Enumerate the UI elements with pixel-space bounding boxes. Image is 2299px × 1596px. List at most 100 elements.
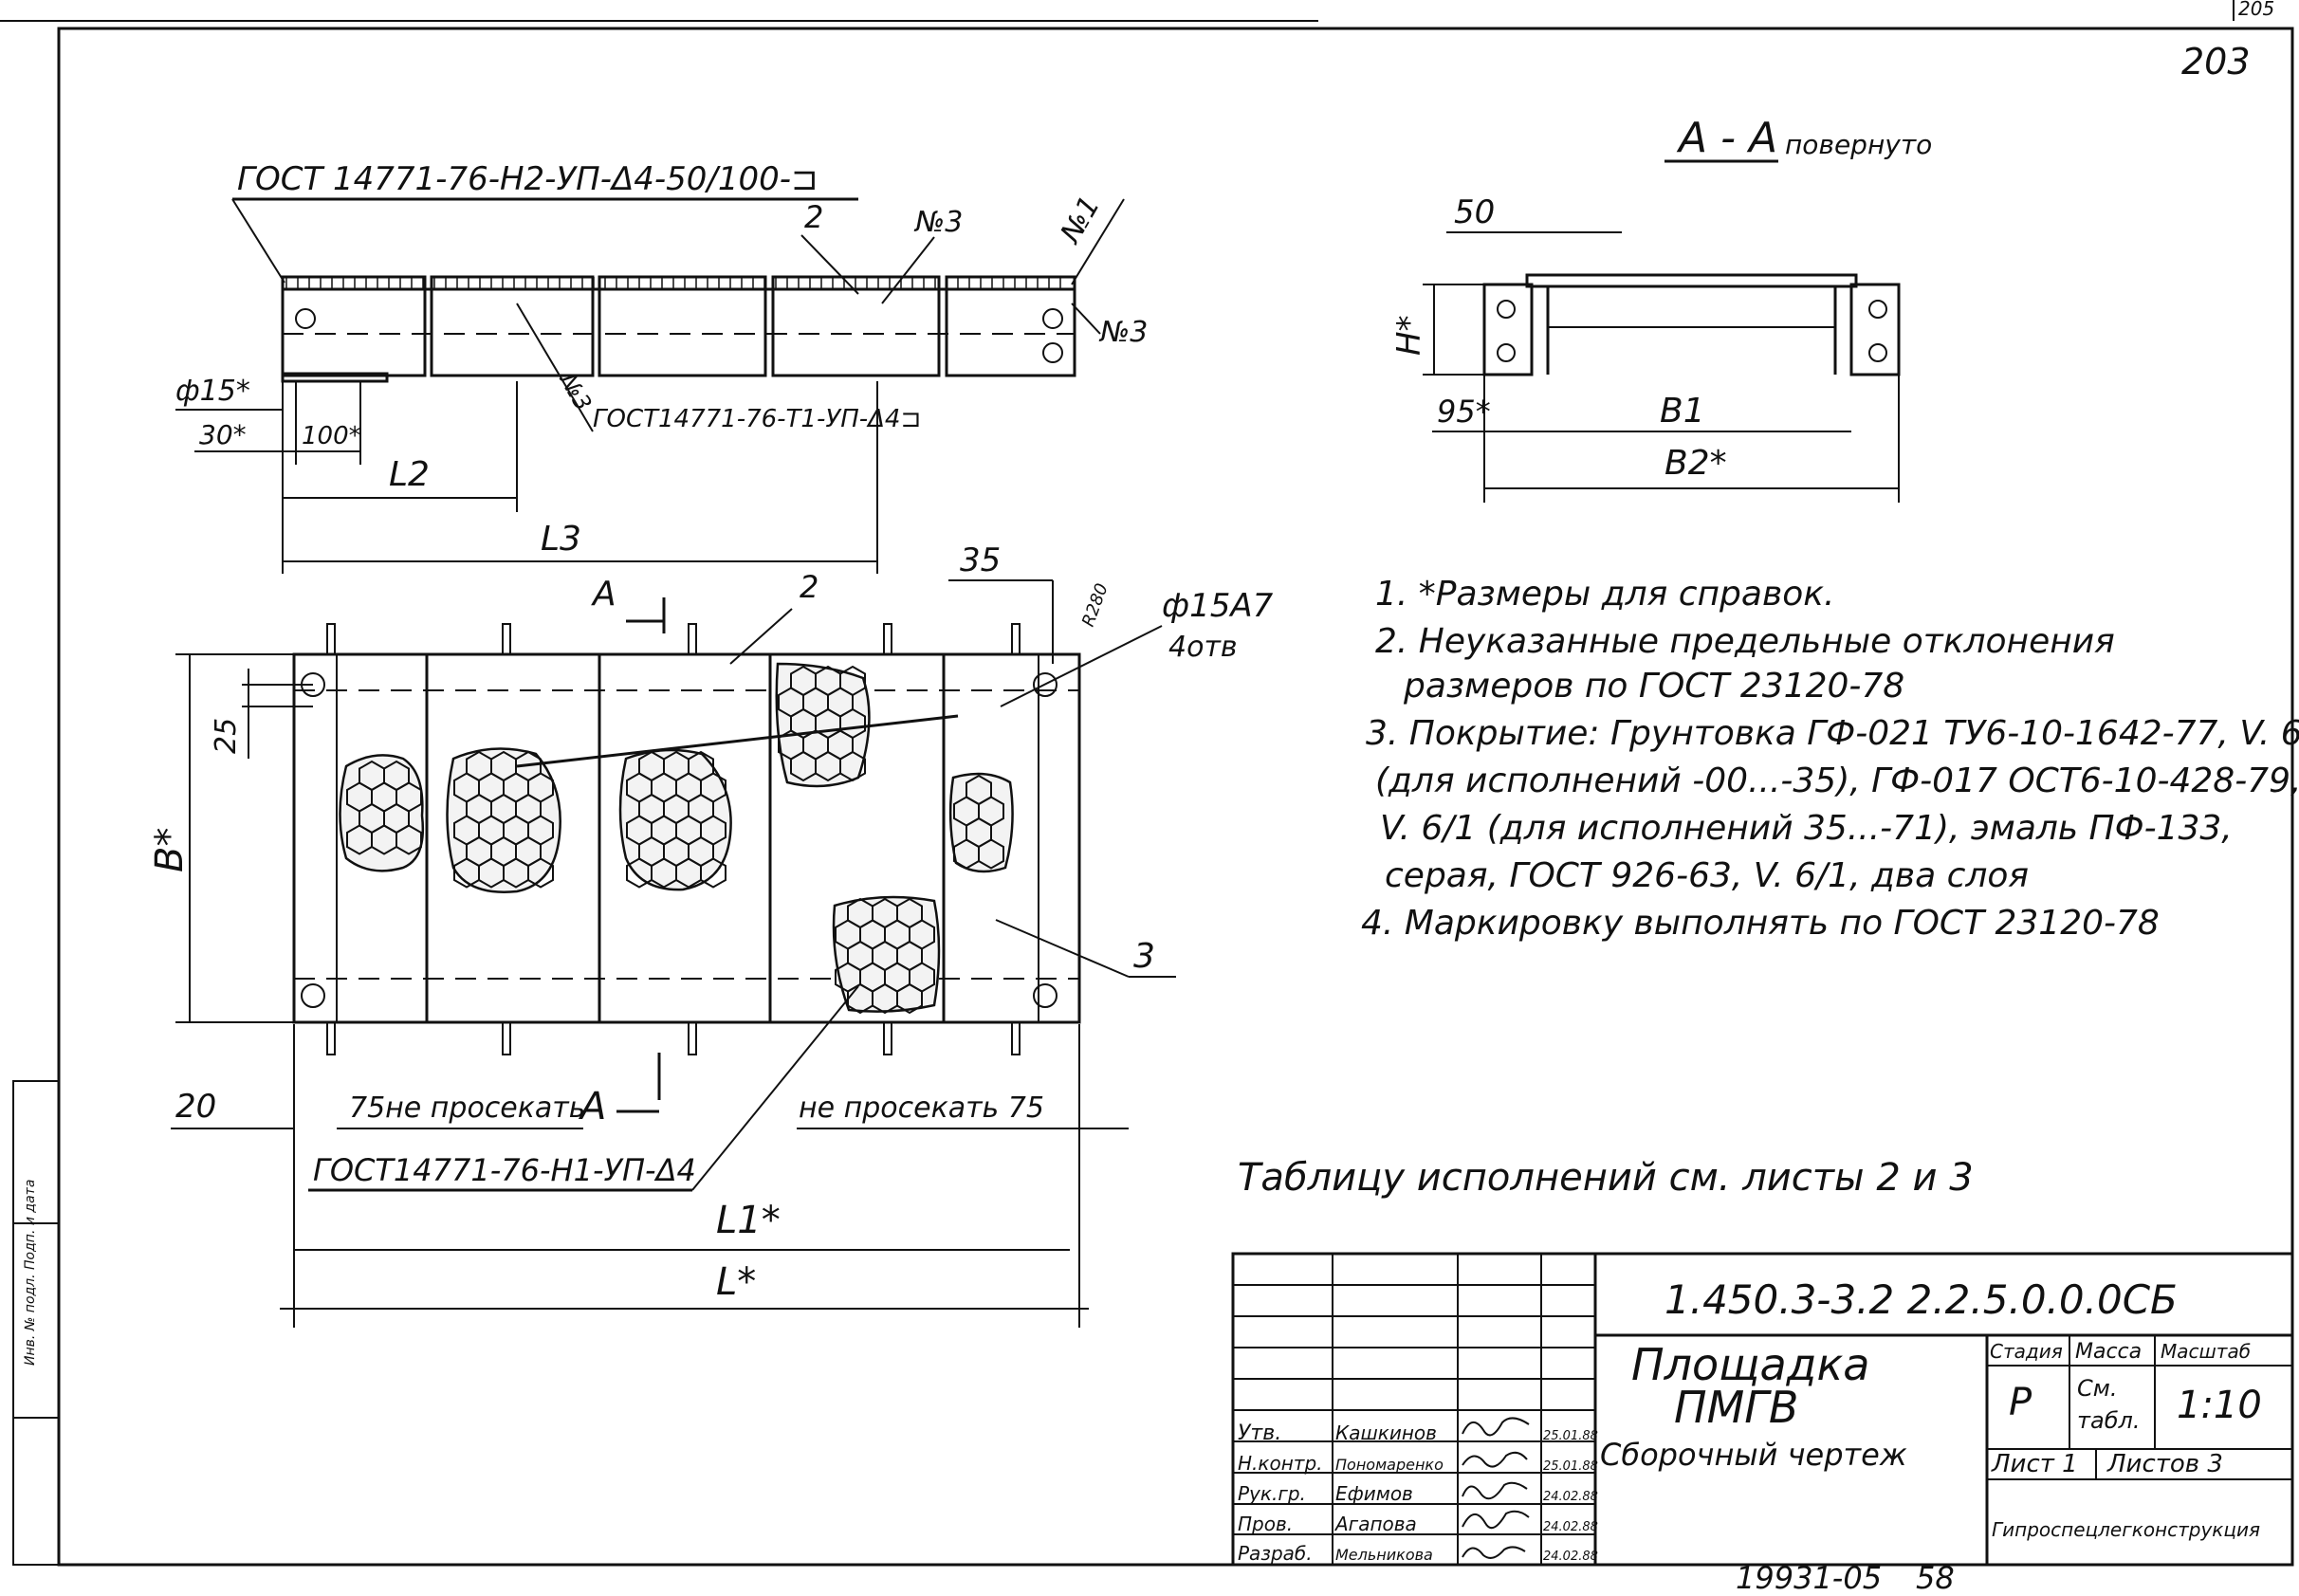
- bottom-page: 58: [1916, 1560, 1955, 1596]
- signature-4: [1462, 1546, 1526, 1559]
- signer-name-1: Пономаренко: [1335, 1456, 1444, 1474]
- dim-35: 35: [960, 541, 1001, 579]
- section-deck: [1525, 273, 1858, 288]
- signer-role-2: Рук.гр.: [1238, 1482, 1306, 1505]
- stub-top-5: [1011, 623, 1021, 655]
- top-right-fragment: 205: [2238, 0, 2274, 20]
- title-line-1: Площадка: [1631, 1339, 1869, 1390]
- note-3-cont-2: V. 6/1 (для исполнений 35...-71), эмаль …: [1380, 809, 2233, 848]
- note-3-cont-3: серая, ГОСТ 926-63, V. 6/1, два слоя: [1385, 856, 2029, 895]
- top-part-2-leader: [800, 234, 859, 295]
- plan-part-3-leader: [995, 919, 1130, 978]
- mesh-patch-3: [618, 748, 732, 891]
- scale-value: 1:10: [2177, 1384, 2262, 1427]
- dim-75-right: не просекать 75: [799, 1092, 1044, 1125]
- dim-30: 30*: [199, 419, 247, 450]
- dim-B: B*: [148, 828, 192, 872]
- side-stamp-text: Инв. № подл. Подп. и дата: [23, 1180, 38, 1366]
- weld-callout-top: ГОСТ 14771-76-Н2-УП-Δ4-50/100-⊐: [237, 160, 818, 198]
- plan-outline: [292, 652, 1081, 1024]
- table-reference: Таблицу исполнений см. листы 2 и 3: [1238, 1156, 1974, 1200]
- weld-callout-bottom: ГОСТ14771-76-Н1-УП-Δ4: [313, 1152, 696, 1188]
- dim-L1: L1*: [716, 1199, 781, 1242]
- title-line-2: ПМГВ: [1674, 1382, 1798, 1433]
- stub-bottom-1: [326, 1021, 336, 1055]
- signer-date-2: 24.02.88: [1543, 1490, 1598, 1504]
- scribble-line: [516, 714, 959, 768]
- section-dim-B1: B1: [1660, 392, 1705, 431]
- note-4: 4. Маркировку выполнять по ГОСТ 23120-78: [1361, 904, 2160, 943]
- signer-role-4: Разраб.: [1238, 1542, 1313, 1565]
- base-plate: [281, 372, 389, 383]
- dim-L3: L3: [541, 520, 581, 559]
- hole-spec-leader: [1000, 625, 1163, 707]
- top-part-2: 2: [804, 199, 823, 235]
- section-hole-2: [1497, 343, 1516, 362]
- plan-part-3: 3: [1133, 937, 1155, 976]
- signer-name-2: Ефимов: [1335, 1482, 1413, 1505]
- section-dim-B2: B2*: [1664, 444, 1727, 483]
- mass-value-1: См.: [2077, 1375, 2118, 1402]
- signature-0: [1462, 1417, 1530, 1437]
- weld-callout-side-leader: [516, 303, 594, 432]
- section-view: A - A повернуто 50 H* 95* B1 B2*: [1390, 114, 1932, 503]
- section-dim-H: H*: [1390, 315, 1428, 356]
- signature-1: [1462, 1451, 1528, 1468]
- stub-top-3: [688, 623, 697, 655]
- section-flange-left: [1482, 283, 1534, 376]
- sheet-frame: [57, 27, 2294, 1567]
- mesh-patch-5: [832, 895, 941, 1013]
- plan-hole-bl: [301, 983, 325, 1008]
- dim-100: 100*: [302, 422, 361, 450]
- stub-bottom-5: [1011, 1021, 1021, 1055]
- mass-value-2: табл.: [2077, 1407, 2140, 1434]
- section-subtitle: повернуто: [1785, 129, 1932, 160]
- dim-R280: R280: [1078, 580, 1113, 629]
- top-view: ГОСТ 14771-76-Н2-УП-Δ4-50/100-⊐ 2 №3 №1 …: [175, 160, 1148, 574]
- mesh-cell: [896, 982, 923, 1015]
- signer-date-1: 25.01.88: [1543, 1459, 1598, 1474]
- stub-top-2: [502, 623, 511, 655]
- signer-date-3: 24.02.88: [1543, 1520, 1598, 1534]
- top-hole-right-2: [1042, 342, 1063, 363]
- note-2: 2. Неуказанные предельные отклонения: [1375, 622, 2115, 661]
- top-surface-teeth: [285, 277, 1061, 289]
- top-hole-left: [295, 308, 316, 329]
- top-segment-1: [281, 275, 427, 377]
- stub-bottom-2: [502, 1021, 511, 1055]
- signer-name-3: Агапова: [1333, 1513, 1417, 1535]
- top-part-3a: №3: [913, 206, 963, 239]
- hole-count: 4отв: [1168, 631, 1238, 664]
- plan-hole-tr: [1033, 672, 1058, 697]
- organization: Гипроспецлегконструкция: [1992, 1518, 2260, 1541]
- dim-20: 20: [175, 1088, 216, 1126]
- top-part-3c-leader: [1071, 303, 1101, 335]
- top-hole-right-1: [1042, 308, 1063, 329]
- stage-label: Стадия: [1990, 1340, 2063, 1363]
- signer-role-1: Н.контр.: [1238, 1452, 1323, 1475]
- section-dim-50: 50: [1454, 193, 1495, 231]
- dim-75-left: 75не просекать: [349, 1092, 585, 1125]
- scale-label: Масштаб: [2161, 1340, 2251, 1363]
- sheet-number: 203: [2181, 41, 2251, 83]
- section-title: A - A: [1676, 114, 1777, 162]
- note-2-cont: размеров по ГОСТ 23120-78: [1403, 667, 1904, 706]
- signature-3: [1462, 1510, 1530, 1530]
- title-block: 1.450.3-3.2 2.2.5.0.0.0СБ Площадка ПМГВ …: [1231, 1252, 2294, 1567]
- dim-L2: L2: [389, 455, 430, 494]
- signer-date-0: 25.01.88: [1543, 1429, 1598, 1443]
- signature-2: [1462, 1481, 1528, 1500]
- top-segment-3: [598, 275, 767, 377]
- section-hole-1: [1497, 300, 1516, 319]
- signer-date-4: 24.02.88: [1543, 1550, 1598, 1564]
- mesh-cell: [527, 857, 554, 889]
- top-segment-2: [430, 275, 595, 377]
- top-part-1-leader: [1071, 198, 1125, 285]
- signer-role-3: Пров.: [1238, 1513, 1293, 1535]
- side-stamp: Инв. № подл. Подп. и дата: [12, 1080, 60, 1566]
- plan-part-2: 2: [800, 569, 818, 605]
- hole-spec: ф15A7: [1162, 587, 1274, 625]
- dim-25: 25: [210, 718, 243, 754]
- signer-name-4: Мельникова: [1335, 1546, 1433, 1564]
